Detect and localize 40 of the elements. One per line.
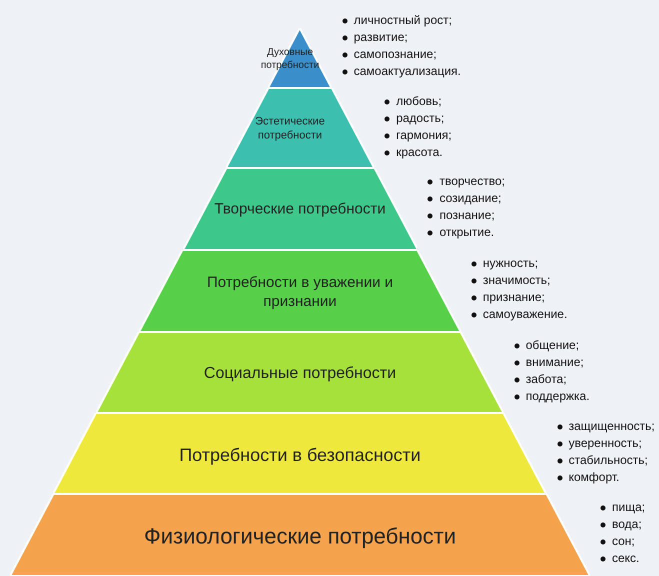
list-item: самоуважение. xyxy=(482,306,568,323)
list-item: забота; xyxy=(526,371,567,388)
list-item: развитие; xyxy=(354,29,408,46)
list-item: нужность; xyxy=(482,255,538,272)
pyramid-tier xyxy=(53,413,547,494)
list-item: личностный рост; xyxy=(354,12,452,29)
tier-label: Потребности в безопасности xyxy=(178,443,422,466)
pyramid-tier xyxy=(10,494,590,576)
list-item: самопознание; xyxy=(354,46,437,63)
list-item: секс. xyxy=(612,550,640,567)
list-item: гармония; xyxy=(396,127,452,144)
list-item: творчество; xyxy=(439,173,505,190)
list-item: сон; xyxy=(612,533,635,550)
list-item: познание; xyxy=(439,207,495,224)
tier-label: Социальные потребности xyxy=(202,364,398,384)
list-item: открытие. xyxy=(439,224,494,241)
list-item: стабильность; xyxy=(568,452,648,469)
list-item: пища; xyxy=(612,499,646,516)
list-item: комфорт. xyxy=(568,469,620,486)
tier-label: Физиологические потребности xyxy=(142,522,458,550)
list-item: признание; xyxy=(482,289,545,306)
tier-label: Потребности в уважении и признании xyxy=(206,274,394,312)
list-item: общение; xyxy=(526,337,580,354)
list-item: радость; xyxy=(396,110,444,127)
list-item: любовь; xyxy=(396,93,442,110)
tier-label: Эстетические потребности xyxy=(254,116,326,144)
list-item: значимость; xyxy=(482,272,550,289)
list-item: самоактуализация. xyxy=(354,63,461,80)
list-item: поддержка. xyxy=(526,388,590,405)
list-item: созидание; xyxy=(439,190,502,207)
list-item: защищенность; xyxy=(568,418,655,435)
pyramid-tier xyxy=(96,332,504,413)
list-item: уверенность; xyxy=(568,435,642,452)
tier-label: Творческие потребности xyxy=(213,200,387,220)
list-item: внимание; xyxy=(526,354,584,371)
pyramid-tier xyxy=(182,168,418,250)
pyramid-tier xyxy=(139,250,461,332)
pyramid-tier xyxy=(226,88,374,168)
list-item: красота. xyxy=(396,144,443,161)
list-item: вода; xyxy=(612,516,642,533)
